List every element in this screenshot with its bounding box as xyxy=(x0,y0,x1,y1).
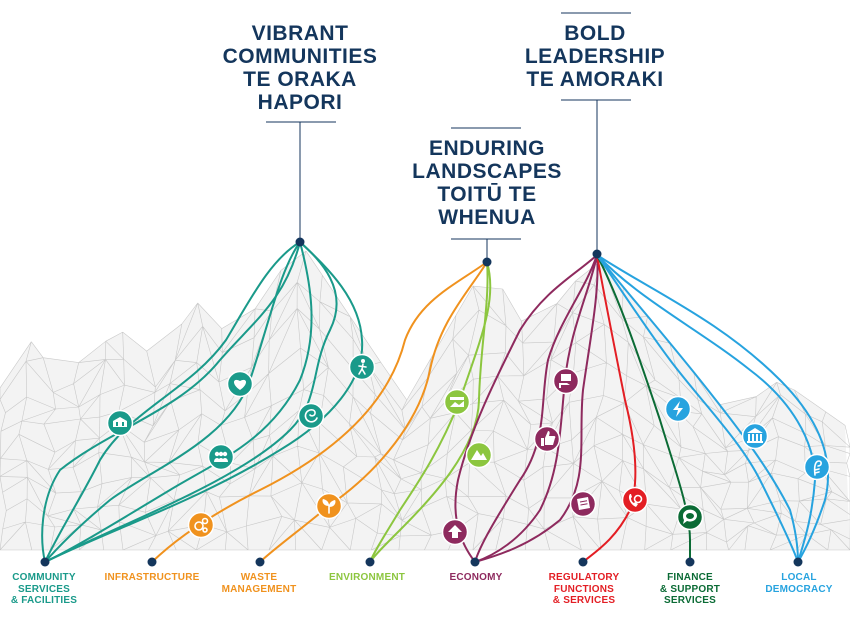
category-label-line: SERVICES xyxy=(664,595,716,606)
document-icon xyxy=(569,490,597,518)
pathway-line-8 xyxy=(259,261,488,563)
category-label-line: ECONOMY xyxy=(449,572,503,583)
category-label-waste-management: WASTE MANAGEMENT xyxy=(212,572,306,595)
base-node-infrastructure xyxy=(147,557,157,567)
peak-title-line: ENDURING xyxy=(428,137,545,160)
koru-icon xyxy=(297,402,325,430)
category-label-line: & SERVICES xyxy=(552,595,616,606)
base-node-finance xyxy=(685,557,695,567)
hand-money-icon xyxy=(552,367,580,395)
pathway-line-15 xyxy=(582,254,637,563)
pathway-line-17 xyxy=(596,254,799,563)
pathway-lines xyxy=(41,241,829,563)
pathway-line-16 xyxy=(596,254,691,563)
category-label-infrastructure: INFRASTRUCTURE xyxy=(96,572,208,584)
category-label-line: & FACILITIES xyxy=(10,595,78,606)
speech-bubble-icon xyxy=(676,503,704,531)
gears-icon xyxy=(187,511,215,539)
peak-title-line: VIBRANT xyxy=(251,22,349,45)
peak-title-line: COMMUNITIES xyxy=(222,45,378,68)
base-node-community xyxy=(40,557,50,567)
category-label-economy: ECONOMY xyxy=(436,572,516,584)
hills-icon xyxy=(465,441,493,469)
category-label-line: WASTE xyxy=(240,572,278,583)
base-node-environment xyxy=(365,557,375,567)
base-node-waste xyxy=(255,557,265,567)
pathway-line-1 xyxy=(44,241,301,563)
home-up-icon xyxy=(441,518,469,546)
category-label-line: & SUPPORT xyxy=(659,583,721,595)
category-label-line: MANAGEMENT xyxy=(221,583,297,595)
peak-title-line: TE ORAKA xyxy=(243,68,357,91)
hiker-icon xyxy=(348,353,376,381)
mountain-fill xyxy=(0,251,850,550)
mesh-lines xyxy=(0,250,850,551)
pathway-line-3 xyxy=(44,241,313,563)
category-label-local-democracy: LOCAL DEMOCRACY xyxy=(752,572,846,595)
category-label-community-services: COMMUNITY SERVICES & FACILITIES xyxy=(0,572,88,607)
thumbs-up-icon xyxy=(533,425,561,453)
people-icon xyxy=(207,443,235,471)
category-label-line: COMMUNITY xyxy=(12,572,76,583)
base-node-regulatory xyxy=(578,557,588,567)
pathway-line-20 xyxy=(596,254,799,563)
building-icon xyxy=(106,409,134,437)
landscape-icon xyxy=(443,388,471,416)
peak-title-bold-leadership: BOLD LEADERSHIP TE AMORAKI xyxy=(495,22,695,91)
peak-title-enduring-landscapes: ENDURING LANDSCAPES TOITŪ TE WHENUA xyxy=(387,137,587,229)
category-label-line: ENVIRONMENT xyxy=(328,572,406,583)
category-label-line: DEMOCRACY xyxy=(765,583,833,595)
base-node-democracy xyxy=(793,557,803,567)
category-label-line: FUNCTIONS xyxy=(553,583,615,595)
pathway-line-10 xyxy=(369,261,489,563)
title-leader-lines xyxy=(266,12,631,262)
category-label-line: LOCAL xyxy=(781,572,817,583)
sprout-icon xyxy=(315,492,343,520)
base-node-economy xyxy=(470,557,480,567)
pathway-nodes xyxy=(40,237,803,567)
wireframe-mountain-mesh xyxy=(0,250,850,551)
peak-title-line: LEADERSHIP xyxy=(524,45,666,68)
peak-title-line: TE AMORAKI xyxy=(526,68,664,91)
lightning-icon xyxy=(664,395,692,423)
pathway-line-18 xyxy=(596,254,817,563)
category-label-finance-support: FINANCE & SUPPORT SERVICES xyxy=(650,572,730,607)
category-label-line: SERVICES xyxy=(18,583,70,595)
peak-title-line: HAPORI xyxy=(257,91,343,114)
category-label-regulatory-functions: REGULATORY FUNCTIONS & SERVICES xyxy=(536,572,632,607)
pathway-line-9 xyxy=(369,261,492,563)
peak-title-line: WHENUA xyxy=(438,206,536,229)
phone-icon xyxy=(621,486,649,514)
category-label-line: FINANCE xyxy=(667,572,713,583)
category-label-line: INFRASTRUCTURE xyxy=(104,572,200,583)
heart-icon xyxy=(226,370,254,398)
category-label-environment: ENVIRONMENT xyxy=(320,572,414,584)
peak-title-vibrant-communities: VIBRANT COMMUNITIES TE ORAKA HAPORI xyxy=(200,22,400,114)
peak-title-line: TOITŪ TE xyxy=(437,183,537,206)
pathway-line-14 xyxy=(474,254,599,563)
pathway-line-12 xyxy=(474,254,598,563)
category-label-line: REGULATORY xyxy=(548,572,620,583)
pathway-line-6 xyxy=(41,241,301,563)
government-icon xyxy=(741,422,769,450)
peak-node-vibrant xyxy=(295,237,305,247)
peak-node-bold xyxy=(592,249,602,259)
pathway-icons xyxy=(106,353,831,546)
fern-icon xyxy=(803,453,831,481)
peak-node-enduring xyxy=(482,257,492,267)
peak-title-line: LANDSCAPES xyxy=(412,160,562,183)
pathway-line-19 xyxy=(596,254,829,563)
peak-title-line: BOLD xyxy=(564,22,626,45)
